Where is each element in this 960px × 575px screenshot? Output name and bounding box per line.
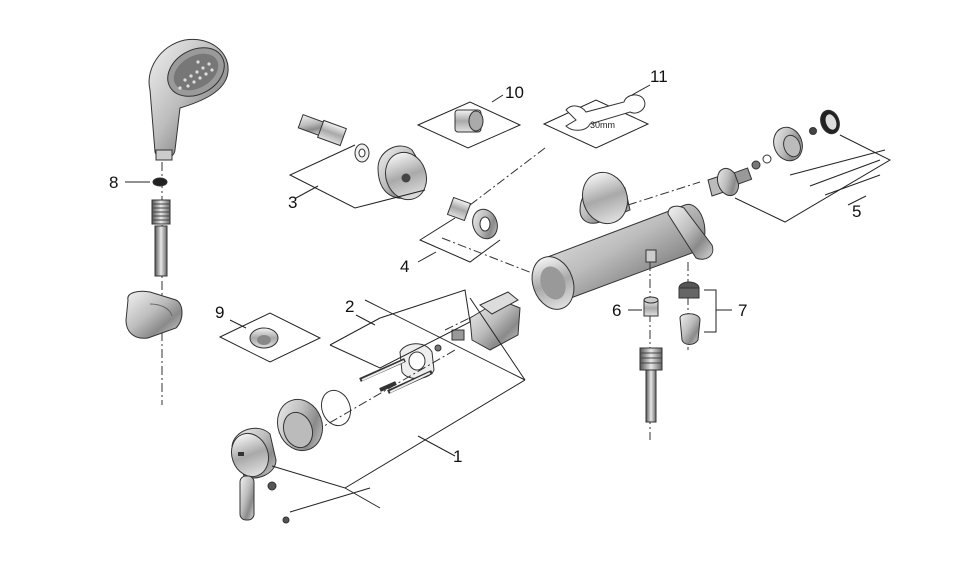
cartridge-5 — [707, 109, 840, 197]
cover-ring — [276, 398, 324, 452]
part-6 — [643, 296, 659, 317]
wrench-11 — [565, 94, 646, 131]
screws — [359, 358, 433, 394]
threaded-connector — [297, 114, 347, 147]
part-9 — [249, 327, 279, 349]
callout-6: 6 — [612, 301, 621, 320]
callout-1: 1 — [453, 447, 462, 466]
callout-11: 11 — [650, 67, 668, 86]
callout-8: 8 — [109, 173, 118, 192]
wrench-size-label: 30mm — [590, 120, 615, 130]
hand-shower-head — [148, 38, 229, 161]
bracket-2 — [329, 289, 471, 369]
shower-hose — [154, 225, 168, 277]
escutcheon-3 — [377, 145, 428, 201]
bracket-3 — [288, 144, 426, 209]
callout-4: 4 — [400, 257, 409, 276]
callout-5: 5 — [852, 202, 861, 221]
callout-9: 9 — [215, 303, 224, 322]
mixer-body — [531, 171, 714, 310]
callout-10: 10 — [505, 83, 524, 102]
bracket-5 — [734, 134, 892, 223]
lever-handle — [230, 427, 277, 521]
frame-10 — [416, 101, 522, 149]
eccentric-4 — [446, 196, 498, 240]
washer-8 — [152, 177, 168, 187]
frame-9 — [218, 312, 322, 363]
hose-fitting-6 — [639, 347, 663, 423]
body-axis-line — [441, 237, 551, 281]
hose-nut — [151, 199, 171, 225]
set-screw — [267, 481, 277, 491]
callout-3: 3 — [288, 193, 297, 212]
callout-labels: 1 2 3 4 5 6 7 8 9 10 11 — [109, 67, 861, 466]
part-10 — [454, 109, 484, 133]
o-ring — [320, 389, 352, 427]
callout-2: 2 — [345, 297, 354, 316]
bracket-4 — [418, 217, 501, 263]
callout-7: 7 — [738, 301, 747, 320]
aerator-7 — [678, 281, 701, 345]
wall-holder — [125, 290, 183, 339]
valve-cartridge-2 — [434, 291, 521, 352]
mounting-plate — [399, 343, 435, 379]
